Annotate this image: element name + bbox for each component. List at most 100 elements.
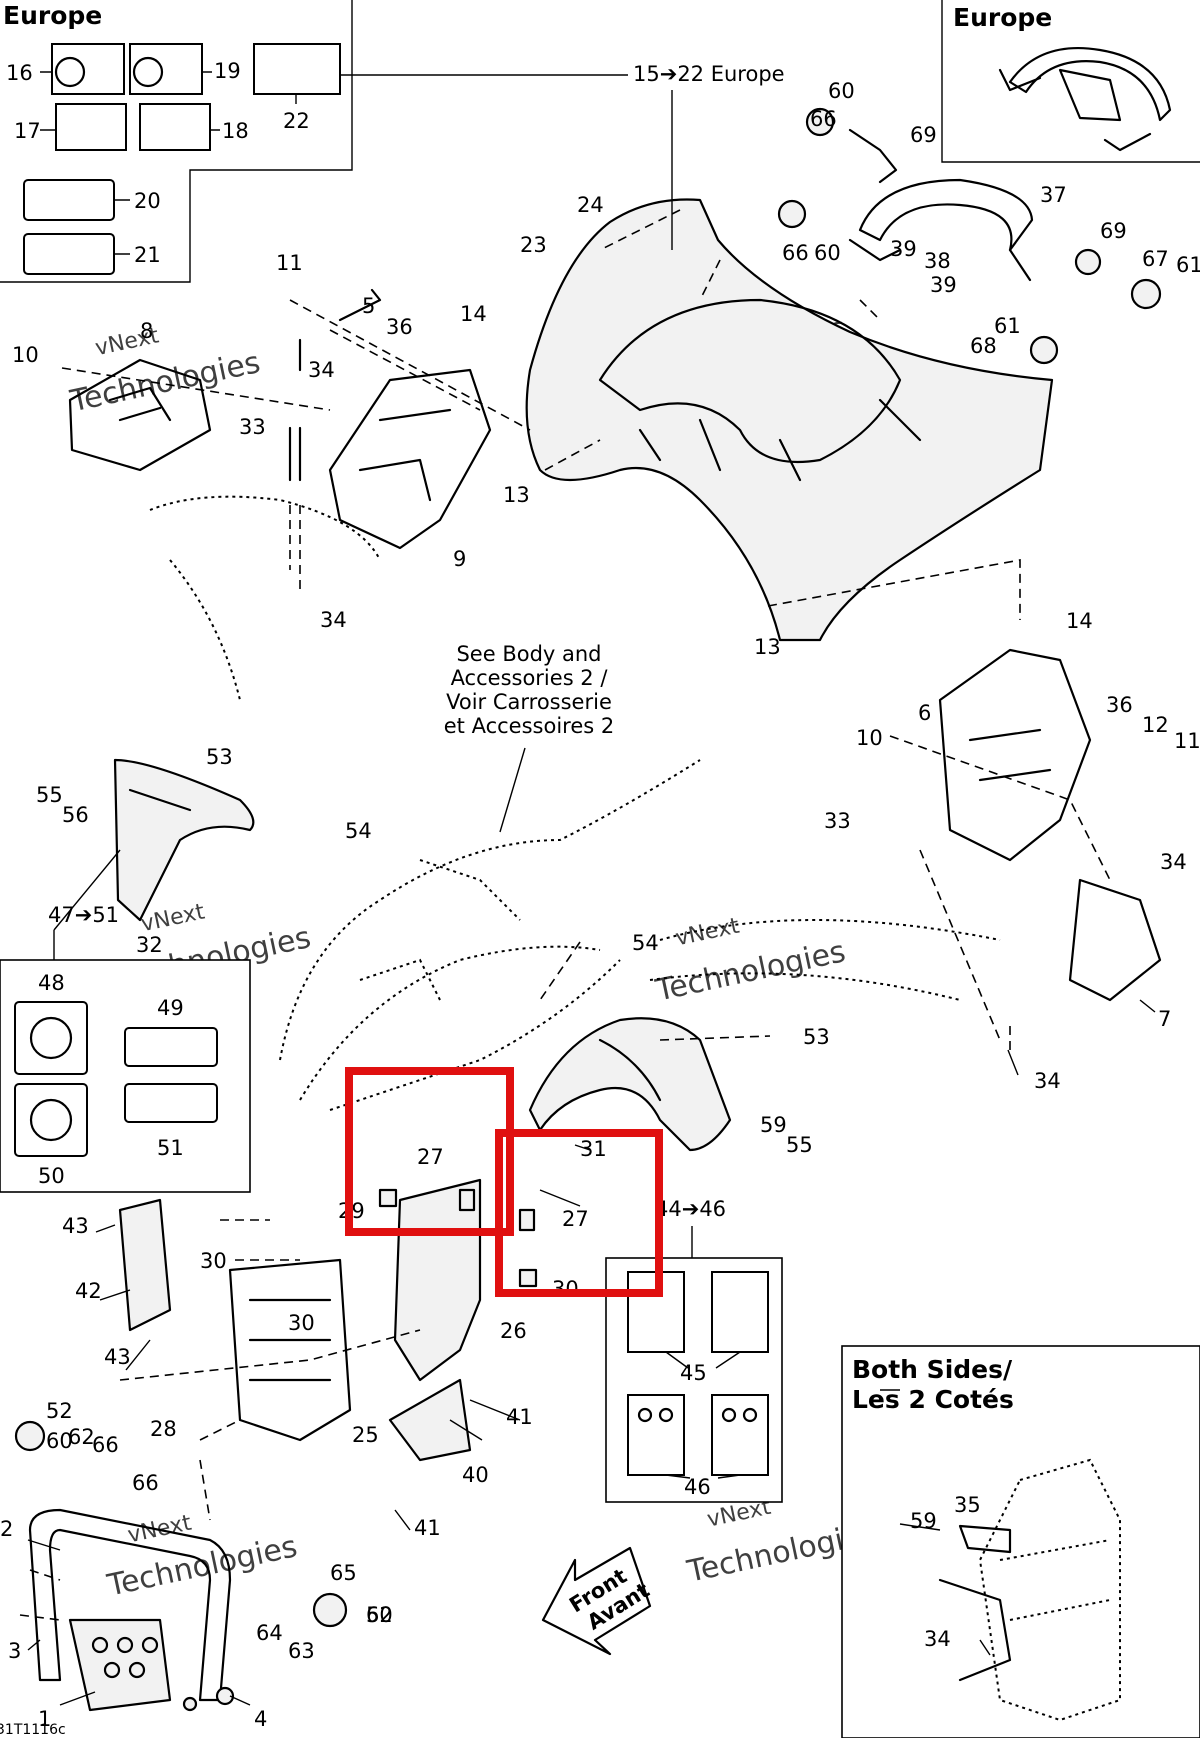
part-label: 35 — [954, 1493, 981, 1517]
front-bumper — [28, 1508, 232, 1712]
part-label: 21 — [134, 243, 161, 267]
part-label: 34 — [320, 608, 347, 632]
decal-16 — [51, 43, 125, 95]
part-label: 34 — [924, 1627, 951, 1651]
part-label: 23 — [520, 233, 547, 257]
part-label: 61 — [1176, 253, 1200, 277]
part-label: 38 — [924, 249, 951, 273]
part-label: 54 — [345, 819, 372, 843]
part-label: 34 — [1034, 1069, 1061, 1093]
box-title-europe-right: Europe — [953, 3, 1052, 32]
part-label: 10 — [856, 726, 883, 750]
part-number-labels: 1 2 3 4 5 6 7 8 9 10 10 11 11 12 13 13 1… — [0, 59, 1200, 1731]
part-label: 33 — [824, 809, 851, 833]
rear-fender — [525, 198, 1054, 642]
part-label: 63 — [288, 1639, 315, 1663]
part-label: 22 — [283, 109, 310, 133]
part-label: 30 — [288, 1311, 315, 1335]
part-label: 43 — [104, 1345, 131, 1369]
watermark-line2: Technologies — [67, 345, 264, 420]
part-label: 67 — [1142, 247, 1169, 271]
box-title-europe: Europe — [3, 1, 102, 30]
decal-18 — [139, 103, 211, 151]
part-label: 48 — [38, 971, 65, 995]
part-label: 69 — [1100, 219, 1127, 243]
both-sides-box: Both Sides/ Les 2 Cotés — [841, 1345, 1200, 1738]
part-label: 53 — [803, 1025, 830, 1049]
decal-box-44-46: 45 46 — [605, 1257, 783, 1503]
box-title-both-sides-1: Both Sides/ — [852, 1355, 1013, 1384]
decal-22 — [253, 43, 341, 95]
part-label: 54 — [632, 931, 659, 955]
decal-48 — [14, 1001, 88, 1075]
part-label: 68 — [970, 334, 997, 358]
part-label: 49 — [157, 996, 184, 1020]
part-label: 25 — [352, 1423, 379, 1447]
part-label: 61 — [994, 314, 1021, 338]
part-label: 1 — [38, 1707, 51, 1731]
part-label: 8 — [140, 319, 153, 343]
europe-decal-box: Europe — [0, 0, 628, 283]
rear-grab-bar — [848, 128, 1034, 282]
part-label: 5 — [362, 294, 375, 318]
front-fender-right — [528, 1017, 732, 1152]
part-label: 26 — [500, 1319, 527, 1343]
part-label: 53 — [206, 745, 233, 769]
part-label: 65 — [330, 1561, 357, 1585]
part-label: 34 — [1160, 850, 1187, 874]
part-label: 64 — [256, 1621, 283, 1645]
decal-46a — [627, 1394, 685, 1476]
decal-49 — [124, 1027, 218, 1067]
part-label: 36 — [386, 315, 413, 339]
part-label: 60 — [366, 1603, 393, 1627]
part-label: 31 — [580, 1137, 607, 1161]
part-label: 55 — [36, 783, 63, 807]
figure-code: 31T1116c — [0, 1722, 66, 1738]
hardware — [14, 107, 1162, 1712]
callout-line3: Voir Carrosserie — [446, 690, 612, 714]
front-arrow: Front Avant — [541, 1546, 654, 1656]
part-label: 10 — [12, 343, 39, 367]
group-label-15-22: 15➔22 Europe — [633, 62, 785, 86]
part-label: 19 — [214, 59, 241, 83]
part-label: 41 — [414, 1516, 441, 1540]
part-label: 55 — [786, 1133, 813, 1157]
part-label: 11 — [276, 251, 303, 275]
decal-20 — [23, 179, 115, 221]
part-label: 59 — [760, 1113, 787, 1137]
part-label: 42 — [75, 1279, 102, 1303]
part-label: 3 — [8, 1639, 21, 1663]
decal-50 — [14, 1083, 88, 1157]
part-label: 20 — [134, 189, 161, 213]
part-label: 60 — [814, 241, 841, 265]
part-label: 12 — [1142, 713, 1169, 737]
part-label: 60 — [46, 1429, 73, 1453]
part-label: 36 — [1106, 693, 1133, 717]
highlight-boxes — [345, 1067, 663, 1297]
decal-21 — [23, 233, 115, 275]
part-label: 41 — [506, 1405, 533, 1429]
part-label: 9 — [453, 547, 466, 571]
part-label: 28 — [150, 1417, 177, 1441]
watermark-line1: vNext — [673, 914, 741, 952]
part-label: 56 — [62, 803, 89, 827]
decal-46b — [711, 1394, 769, 1476]
part-label: 66 — [810, 107, 837, 131]
part-label: 46 — [684, 1475, 711, 1499]
front-body-frame — [279, 759, 701, 1111]
decal-box-47-51: 48 49 50 51 — [0, 959, 251, 1193]
part-label: 32 — [136, 933, 163, 957]
part-label: 43 — [62, 1214, 89, 1238]
front-fender-left — [113, 758, 255, 922]
part-label: 52 — [46, 1399, 73, 1423]
part-label: 50 — [38, 1164, 65, 1188]
part-label: 66 — [132, 1471, 159, 1495]
part-label: 4 — [254, 1707, 267, 1731]
part-label: 17 — [14, 119, 41, 143]
callout-line2: Accessories 2 / — [451, 666, 609, 690]
decal-45b — [711, 1271, 769, 1353]
body-callout: See Body and Accessories 2 / Voir Carros… — [444, 642, 614, 833]
part-label: 37 — [1040, 183, 1067, 207]
highlight-box-2 — [495, 1129, 663, 1297]
